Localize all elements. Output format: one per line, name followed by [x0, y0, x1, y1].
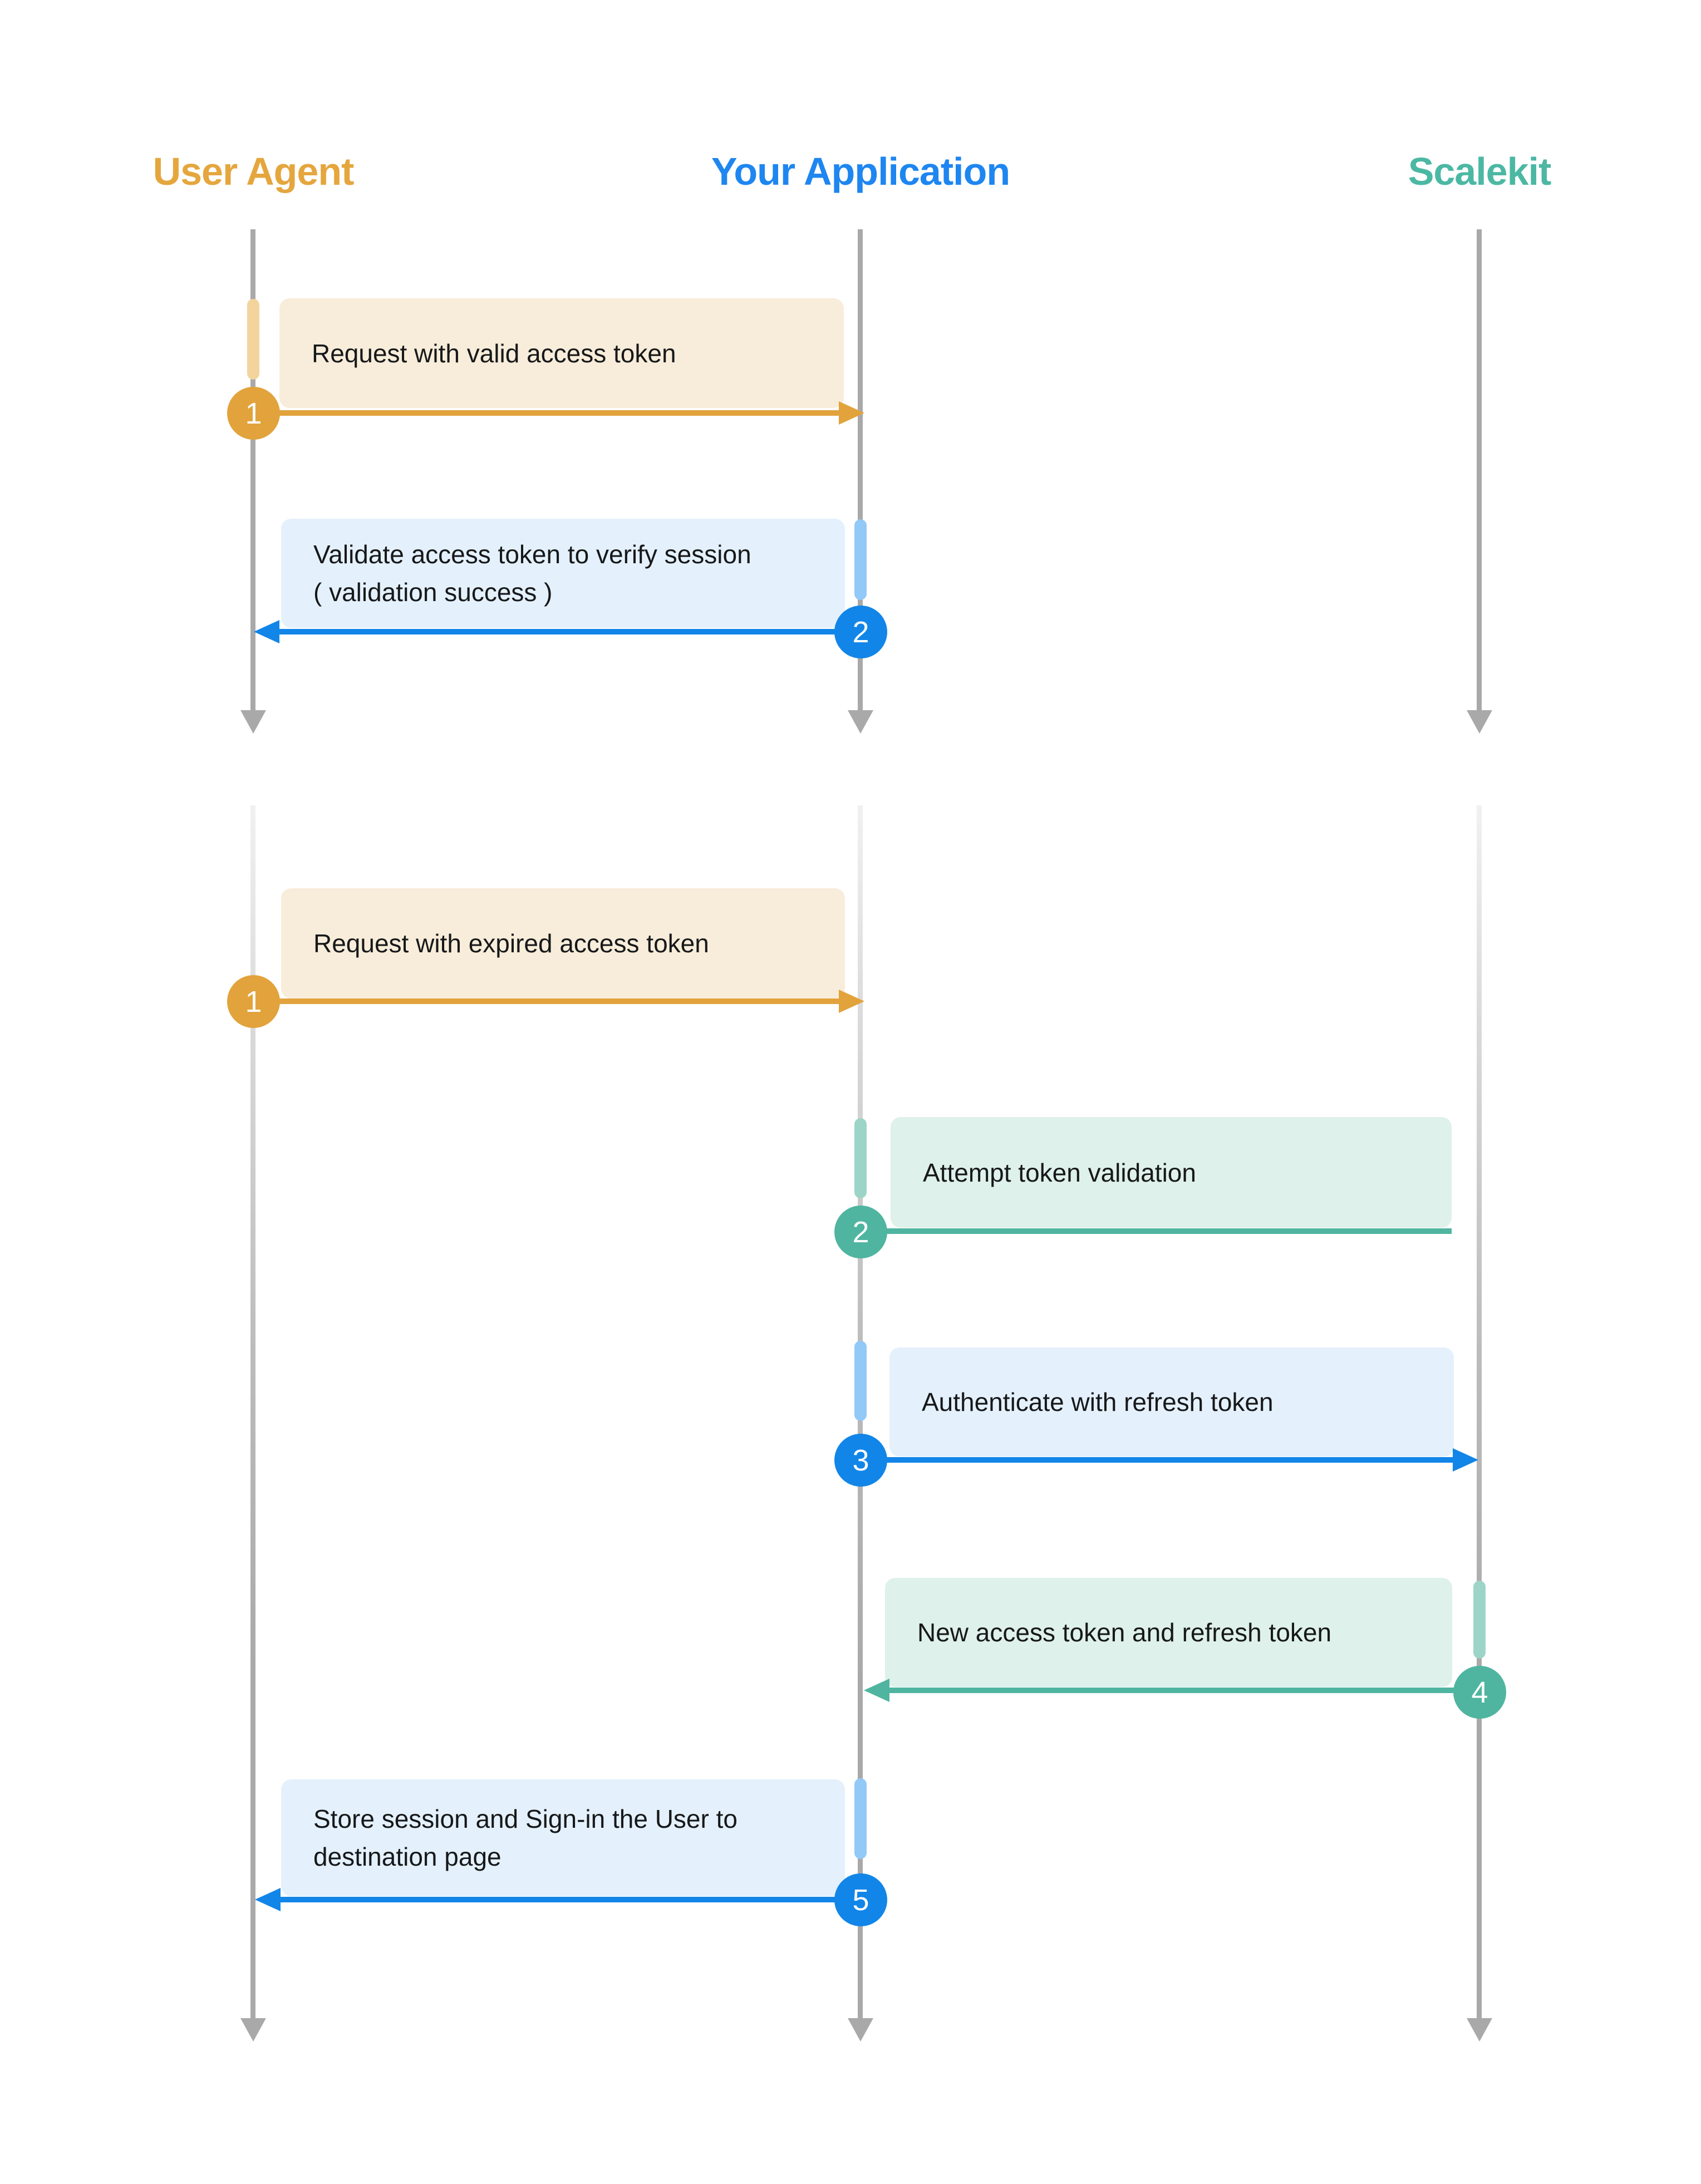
- actor-header-scalekit: Scalekit: [1408, 150, 1552, 193]
- message-text-line: Request with expired access token: [313, 929, 709, 958]
- lifeline-scalekit-section1: [1477, 229, 1482, 711]
- step-badge: 1: [227, 975, 280, 1028]
- activation-bar-user-agent: [247, 299, 259, 380]
- step-badge: 1: [227, 387, 280, 440]
- lifeline-arrowhead-icon: [1467, 710, 1492, 734]
- lifeline-arrowhead-icon: [1467, 2018, 1492, 2042]
- activation-bar-scalekit: [1473, 1581, 1486, 1659]
- lifeline-user-agent-section1: [250, 229, 255, 711]
- activation-bar-your-application: [854, 1341, 867, 1421]
- step-badge: 2: [834, 1206, 887, 1258]
- lifeline-scalekit-section2: [1477, 805, 1482, 2019]
- message-text-line: Authenticate with refresh token: [922, 1388, 1274, 1416]
- activation-bar-your-application: [854, 1778, 867, 1859]
- arrowhead-right-icon: [839, 990, 864, 1013]
- message-arrow: [281, 1897, 861, 1902]
- arrowhead-right-icon: [839, 401, 864, 425]
- step-badge: 4: [1453, 1666, 1506, 1719]
- message-box: Request with valid access token: [279, 298, 844, 408]
- message-box: Request with expired access token: [281, 888, 845, 998]
- message-text-line: Validate access token to verify session: [313, 540, 751, 569]
- message-text-line: destination page: [313, 1842, 502, 1871]
- step-badge: 5: [834, 1873, 887, 1926]
- arrowhead-left-icon: [254, 620, 279, 643]
- arrowhead-left-icon: [864, 1679, 889, 1702]
- message-arrow: [279, 629, 861, 634]
- message-arrow: [861, 1457, 1453, 1463]
- actor-header-your-application: Your Application: [711, 150, 1010, 193]
- self-message-line: [861, 1228, 1452, 1234]
- actor-header-user-agent: User Agent: [153, 150, 355, 193]
- lifeline-arrowhead-icon: [848, 2018, 873, 2042]
- lifeline-user-agent-section2: [250, 805, 255, 2019]
- message-arrow: [889, 1688, 1479, 1693]
- arrowhead-right-icon: [1453, 1448, 1478, 1472]
- message-arrow: [253, 410, 839, 416]
- message-box: Attempt token validation: [891, 1117, 1452, 1228]
- arrowhead-left-icon: [255, 1888, 281, 1911]
- step-badge: 2: [834, 606, 887, 658]
- activation-bar-your-application: [854, 519, 867, 600]
- lifeline-arrowhead-icon: [240, 2018, 266, 2042]
- lifeline-your-application-section1: [858, 229, 863, 711]
- message-box: New access token and refresh token: [885, 1578, 1452, 1687]
- activation-bar-your-application: [854, 1118, 867, 1198]
- message-text-line: Request with valid access token: [312, 338, 676, 368]
- message-text-line: ( validation success ): [313, 578, 553, 607]
- message-text-line: Attempt token validation: [923, 1158, 1196, 1187]
- message-box: Store session and Sign-in the User to de…: [281, 1779, 845, 1896]
- message-text-line: New access token and refresh token: [917, 1618, 1332, 1647]
- message-text-line: Store session and Sign-in the User to: [313, 1804, 738, 1833]
- step-badge: 3: [834, 1434, 887, 1487]
- lifeline-arrowhead-icon: [240, 710, 266, 734]
- lifeline-arrowhead-icon: [848, 710, 873, 734]
- message-arrow: [253, 998, 839, 1004]
- message-box: Validate access token to verify session …: [281, 519, 845, 628]
- message-box: Authenticate with refresh token: [889, 1347, 1454, 1457]
